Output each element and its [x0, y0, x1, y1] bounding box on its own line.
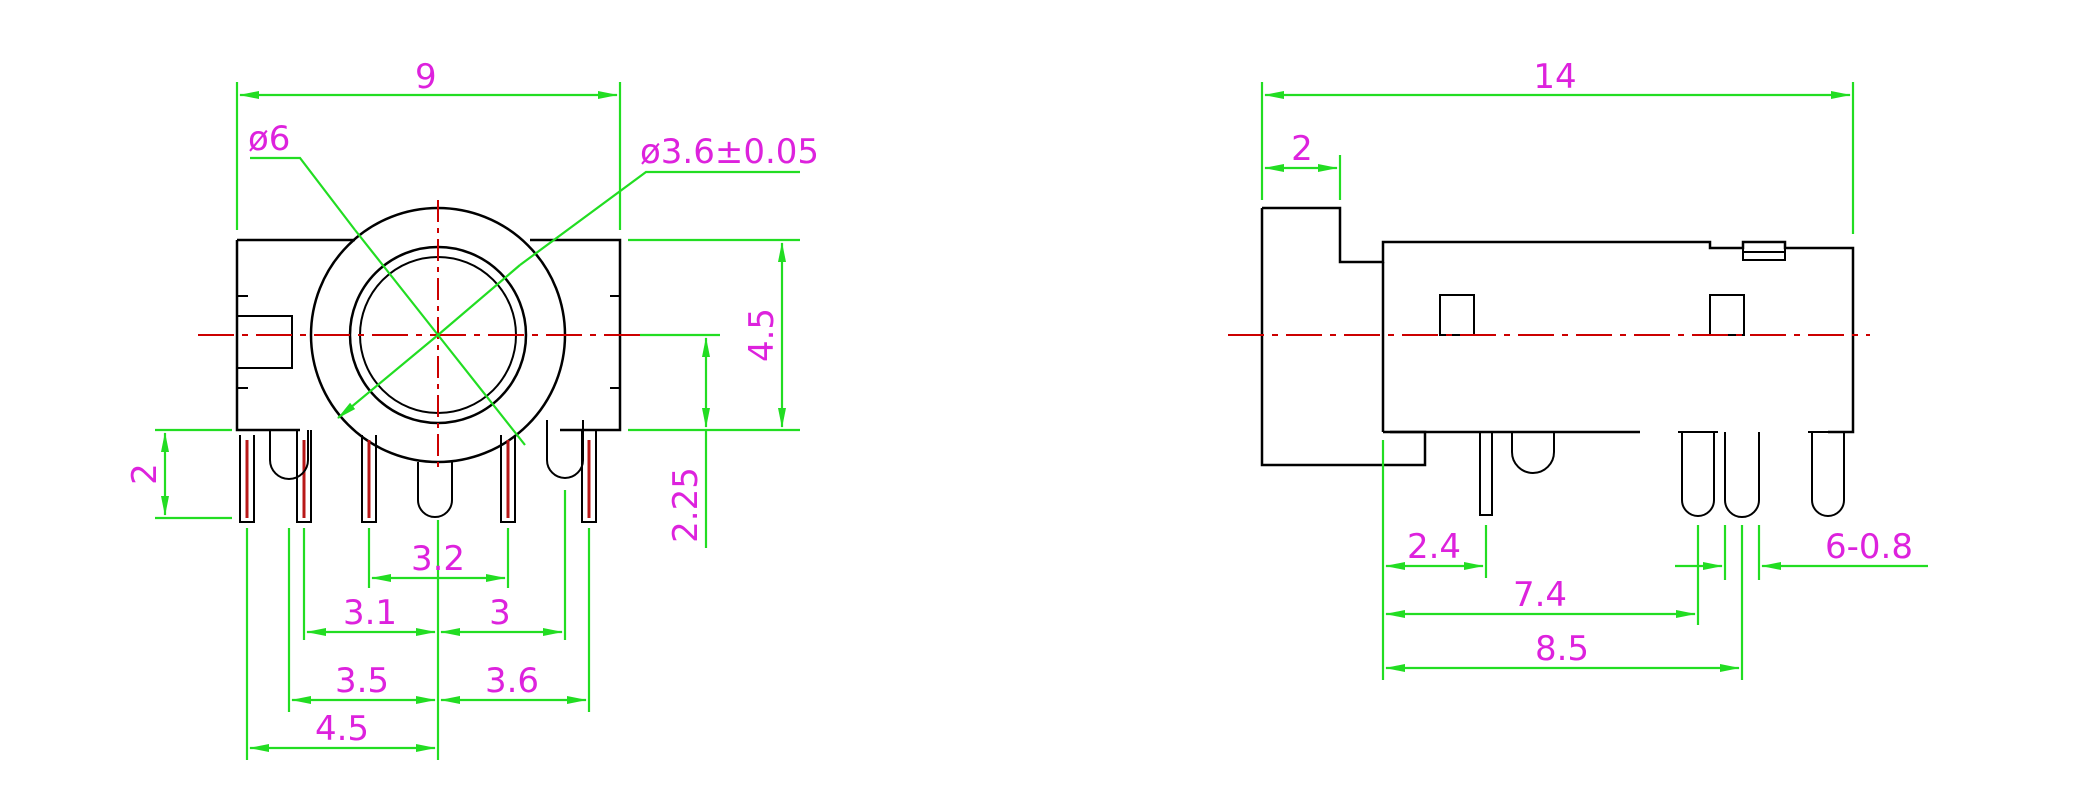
front-pin-spacing-left-inner-label: 3.1 — [343, 593, 397, 633]
side-length-label: 14 — [1533, 57, 1576, 97]
front-height-label: 4.5 — [742, 308, 782, 362]
front-inner-diameter-label: ø3.6±0.05 — [640, 132, 819, 172]
front-center-height-label: 2.25 — [666, 467, 706, 543]
front-pin-spacing-right-mid-label: 3.6 — [485, 661, 539, 701]
side-pin-width-label: 6-0.8 — [1825, 527, 1913, 567]
side-dimension-texts: 14 2 2.4 7.4 8.5 6-0.8 — [1291, 57, 1913, 669]
side-flange-label: 2 — [1291, 129, 1313, 169]
front-outer-diameter-label: ø6 — [248, 119, 290, 159]
front-pin-length-label: 2 — [125, 463, 165, 485]
front-dimension-lines — [155, 82, 800, 760]
front-width-label: 9 — [415, 57, 437, 97]
front-view: 9 ø6 ø3.6±0.05 4.5 2.25 2 3.2 3.1 3 3.5 … — [125, 57, 819, 760]
side-pin-offset-3-label: 8.5 — [1535, 629, 1589, 669]
front-dimension-texts: 9 ø6 ø3.6±0.05 4.5 2.25 2 3.2 3.1 3 3.5 … — [125, 57, 819, 749]
front-pin-spacing-left-outer-label: 4.5 — [315, 709, 369, 749]
front-pins — [239, 420, 597, 523]
side-body-outline — [1260, 206, 1855, 467]
front-pin-spacing-center-label: 3.2 — [411, 539, 465, 579]
side-pins — [1479, 431, 1848, 518]
front-pin-spacing-left-mid-label: 3.5 — [335, 661, 389, 701]
side-view: 14 2 2.4 7.4 8.5 6-0.8 — [1228, 57, 1928, 680]
front-pin-spacing-right-inner-label: 3 — [489, 593, 511, 633]
side-dimension-lines — [1260, 82, 1928, 680]
side-pin-offset-1-label: 2.4 — [1407, 527, 1461, 567]
side-pin-offset-2-label: 7.4 — [1513, 575, 1567, 615]
